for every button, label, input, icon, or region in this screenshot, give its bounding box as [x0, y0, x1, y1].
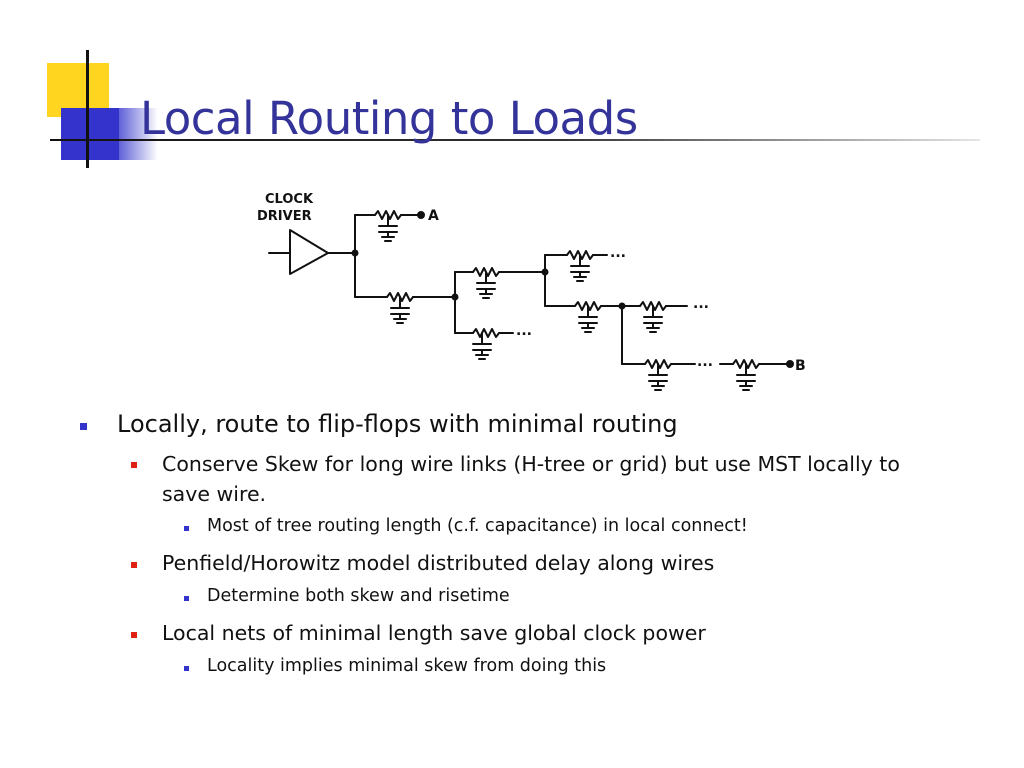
clock-tree-diagram: CLOCK DRIVER A ... ... ... — [257, 192, 806, 391]
resistor — [472, 328, 500, 338]
bullet-level3-text: Locality implies minimal skew from doing… — [207, 656, 607, 676]
bullet-level2-text: Local nets of minimal length save global… — [162, 621, 706, 645]
bullet-marker-level3 — [184, 526, 189, 531]
title-underline — [50, 139, 980, 141]
slide-title: Local Routing to Loads — [140, 92, 638, 145]
bullet-level3-text: Determine both skew and risetime — [207, 586, 510, 606]
bullet-marker-level1 — [80, 423, 87, 430]
load-a-label: A — [428, 208, 439, 224]
bullet-level2-text: Conserve Skew for long wire links (H-tre… — [162, 449, 1002, 509]
bullet-marker-level2 — [131, 632, 137, 638]
bullet-level1-text: Locally, route to flip-flops with minima… — [117, 410, 678, 438]
driver-label-line2: DRIVER — [257, 209, 312, 224]
bullet-marker-level2 — [131, 462, 137, 468]
bullet-marker-level3 — [184, 666, 189, 671]
ellipsis: ... — [516, 323, 532, 339]
decor-blue-fade — [108, 108, 158, 160]
bullet-level2-line: save wire. — [162, 482, 267, 506]
bullet-marker-level3 — [184, 596, 189, 601]
ellipsis: ... — [610, 245, 626, 261]
decor-vertical-rule — [86, 50, 89, 168]
buffer-symbol — [289, 229, 329, 275]
ellipsis: ... — [697, 354, 713, 370]
driver-label-line1: CLOCK — [265, 192, 314, 207]
bullet-level2-text: Penfield/Horowitz model distributed dela… — [162, 551, 715, 575]
bullet-level2-line: Conserve Skew for long wire links (H-tre… — [162, 452, 900, 476]
ellipsis: ... — [693, 296, 709, 312]
bullet-marker-level2 — [131, 562, 137, 568]
load-b-label: B — [795, 358, 806, 374]
bullet-level3-text: Most of tree routing length (c.f. capaci… — [207, 516, 748, 536]
